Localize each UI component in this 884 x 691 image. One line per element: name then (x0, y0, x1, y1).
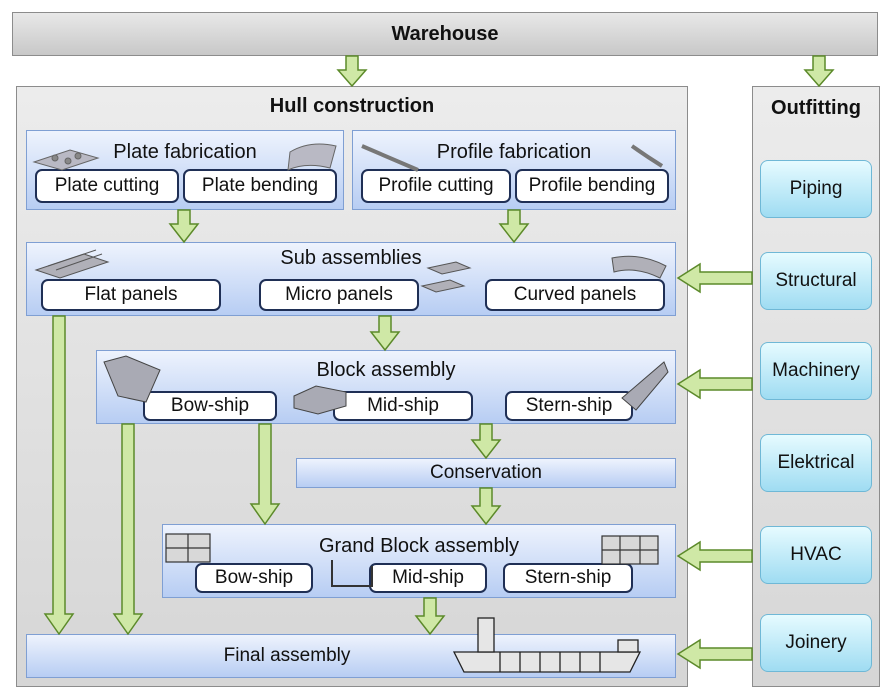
bow-block-icon (103, 355, 161, 403)
arrow-machinery-to-block (676, 368, 753, 400)
sub-assemblies-panel: Sub assemblies Flat panels Micro panels … (26, 242, 676, 316)
warehouse-bar: Warehouse (12, 12, 878, 56)
curved-panels-box: Curved panels (485, 279, 665, 311)
block-assembly-title: Block assembly (316, 359, 456, 381)
final-assembly-label: Final assembly (223, 645, 351, 666)
plate-fabrication-title: Plate fabrication (113, 141, 257, 163)
outfitting-structural-box: Structural (760, 252, 872, 310)
arrow-joinery-to-final (676, 638, 753, 670)
grand-stern-ship-box: Stern-ship (503, 563, 633, 593)
arrow-block-to-grand (249, 423, 281, 526)
profile-cutting-box: Profile cutting (361, 169, 511, 203)
arrow-block-to-final (112, 423, 144, 636)
conservation-bar: Conservation (296, 458, 676, 488)
arrow-structural-to-sub (676, 262, 753, 294)
arrow-plate-to-sub (168, 209, 200, 244)
flat-panels-box: Flat panels (41, 279, 221, 311)
block-stern-ship-box: Stern-ship (505, 391, 633, 421)
steel-plate-icon (32, 149, 100, 171)
plate-bending-box: Plate bending (183, 169, 337, 203)
stern-block-icon (621, 361, 669, 411)
arrow-warehouse-to-hull (336, 55, 368, 88)
outfitting-hvac-box: HVAC (760, 526, 872, 584)
arrow-profile-to-sub (498, 209, 530, 244)
arrow-sub-to-block (369, 315, 401, 352)
arrow-block-to-conservation (470, 423, 502, 460)
hull-construction-title: Hull construction (269, 95, 435, 117)
outfitting-machinery-box: Machinery (760, 342, 872, 400)
mid-block-icon (293, 385, 347, 415)
arrow-sub-to-final (43, 315, 75, 636)
bent-profile-icon (630, 144, 664, 168)
grand-block-assembly-panel: Grand Block assembly Bow-ship Mid-ship S… (162, 524, 676, 598)
micro-panel-icon (420, 261, 472, 293)
grand-bow-ship-box: Bow-ship (195, 563, 313, 593)
profile-bending-box: Profile bending (515, 169, 669, 203)
bent-plate-icon (287, 143, 337, 171)
grand-bow-block-icon (165, 533, 211, 563)
block-bow-ship-box: Bow-ship (143, 391, 277, 421)
block-mid-ship-box: Mid-ship (333, 391, 473, 421)
conservation-label: Conservation (430, 462, 542, 483)
outfitting-piping-box: Piping (760, 160, 872, 218)
block-assembly-panel: Block assembly Bow-ship Mid-ship Stern-s… (96, 350, 676, 424)
grand-stern-block-icon (601, 535, 659, 565)
warehouse-label: Warehouse (391, 23, 499, 45)
profile-fabrication-panel: Profile fabrication Profile cutting Prof… (352, 130, 676, 210)
curved-panel-icon (611, 255, 667, 279)
sub-assemblies-title: Sub assemblies (280, 247, 422, 269)
outfitting-title: Outfitting (771, 97, 861, 119)
grand-block-assembly-title: Grand Block assembly (318, 535, 520, 557)
outfitting-joinery-box: Joinery (760, 614, 872, 672)
arrow-grand-to-final (414, 597, 446, 636)
arrow-hvac-to-grand (676, 540, 753, 572)
grand-mid-block-icon (331, 560, 373, 587)
arrow-warehouse-to-outfitting (803, 55, 835, 88)
flat-panel-icon (34, 249, 110, 279)
profile-fabrication-title: Profile fabrication (436, 141, 592, 163)
grand-mid-ship-box: Mid-ship (369, 563, 487, 593)
micro-panels-box: Micro panels (259, 279, 419, 311)
plate-cutting-box: Plate cutting (35, 169, 179, 203)
outfitting-elektrical-box: Elektrical (760, 434, 872, 492)
ship-hull-icon (452, 617, 642, 673)
arrow-conservation-to-grand (470, 487, 502, 526)
profile-bar-icon (361, 144, 419, 172)
